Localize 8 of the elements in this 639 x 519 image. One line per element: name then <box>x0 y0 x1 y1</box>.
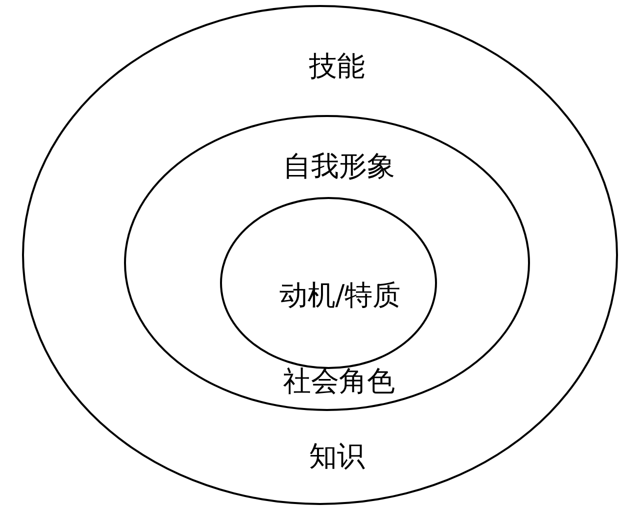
ellipse-ring <box>22 5 618 505</box>
ring-label: 动机/特质 <box>279 280 401 312</box>
ring-label: 知识 <box>309 442 365 472</box>
ring-label: 社会角色 <box>283 366 395 398</box>
ring-label: 自我形象 <box>283 152 395 182</box>
ring-label: 技能 <box>309 52 365 82</box>
ellipse-ring <box>124 115 530 411</box>
ellipse-ring <box>220 197 437 369</box>
